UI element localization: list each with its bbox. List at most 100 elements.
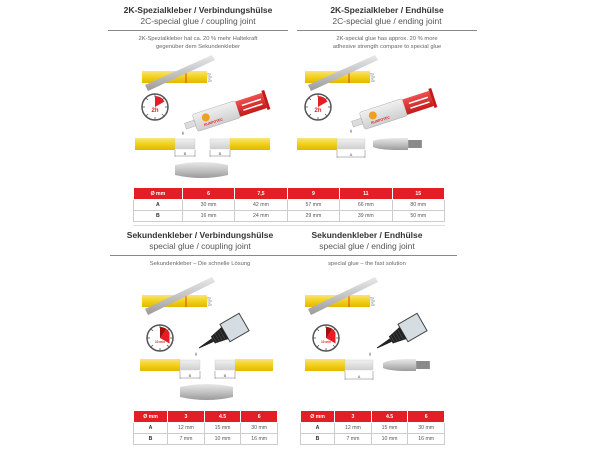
rod-left — [140, 359, 201, 371]
title-rule — [277, 255, 457, 256]
table-cell: 57 mm — [286, 199, 341, 211]
panel-title-de: 2K-Spezialkleber / Endhülse — [330, 5, 444, 15]
table-header-cell: 3 — [167, 410, 205, 423]
rod-right — [214, 359, 273, 371]
title-rule — [110, 255, 290, 256]
table-row-label: A — [133, 199, 183, 211]
table-header-cell: 6 — [240, 410, 278, 423]
table-header-cell: 15 — [391, 187, 446, 200]
ending-cap-icon — [373, 138, 422, 150]
dimension-label: B — [219, 151, 222, 156]
table-row-label: B — [299, 433, 336, 445]
panel-title-de: 2K-Spezialkleber / Verbindungshülse — [123, 5, 273, 15]
panel-2k-coupling: 2K-Spezialkleber / Verbindungshülse 2C-s… — [108, 5, 288, 51]
panel-description-line: Sekundenkleber – Die schnelle Lösung — [149, 261, 251, 267]
table-row: B 7 mm 10 mm 16 mm — [299, 433, 445, 445]
brand-label: RUNPOTEC — [371, 115, 391, 125]
table-cell: 7 mm — [334, 433, 372, 445]
clock-icon: 2h — [304, 93, 332, 121]
spec-table-sekundenkleber-ending: Ø mm 3 4.5 6 A 12 mm 15 mm 30 mm B 7 mm … — [299, 410, 445, 445]
rod — [305, 359, 374, 371]
clock-label: 10 min — [321, 340, 331, 344]
panel-sekundenkleber-ending: Sekundenkleber / Endhülse special glue /… — [277, 230, 457, 268]
table-header-cell: 6 — [181, 187, 236, 200]
panel-description-line: special glue – the fast solution — [328, 261, 406, 267]
table-header-row: Ø mm 3 4.5 6 — [299, 410, 445, 423]
illustration-2k-ending: 2h RUNPOTEC A — [297, 55, 438, 158]
table-header-cell: 7,5 — [234, 187, 288, 200]
dimension-label: B — [189, 373, 192, 378]
table-cell: 30 mm — [407, 422, 445, 434]
glue-bottle-icon — [376, 312, 428, 349]
rod-cut-icon — [305, 55, 378, 91]
panel-title-de: Sekundenkleber / Verbindungshülse — [126, 230, 274, 240]
table-row-label: B — [133, 210, 183, 222]
glue-drop-icon — [195, 352, 197, 356]
table-cell: 42 mm — [234, 199, 288, 211]
table-cell: 24 mm — [234, 210, 288, 222]
brand-label: RUNPOTEC — [204, 117, 224, 127]
dimension-marks — [336, 150, 366, 158]
table-cell: 16 mm — [240, 433, 278, 445]
glue-bottle-icon — [198, 312, 250, 349]
table-header-cell: 4.5 — [203, 410, 242, 423]
rod-cut-icon — [305, 277, 378, 315]
glue-drop-icon — [182, 131, 184, 135]
dimension-marks — [344, 371, 374, 380]
rod-left — [135, 138, 196, 150]
section-divider — [133, 225, 445, 226]
panel-title-en: 2C-special glue / ending joint — [332, 16, 442, 26]
clock-label: 10 min — [155, 340, 165, 344]
dimension-label: B — [184, 151, 187, 156]
table-header-row: Ø mm 6 7,5 9 11 15 — [133, 187, 446, 200]
table-header-cell: Ø mm — [133, 187, 183, 200]
table-row-label: A — [132, 422, 169, 434]
illustration-2k-coupling: 2h RUNPOTEC B B — [135, 55, 271, 178]
table-cell: 50 mm — [391, 210, 446, 222]
table-header-cell: Ø mm — [132, 410, 169, 423]
panel-sekundenkleber-coupling: Sekundenkleber / Verbindungshülse specia… — [110, 230, 290, 268]
table-cell: 7 mm — [167, 433, 205, 445]
rod — [297, 138, 366, 150]
coupling-sleeve-icon — [180, 384, 233, 400]
syringe-icon: RUNPOTEC — [351, 88, 438, 130]
spec-table-sekundenkleber-coupling: Ø mm 3 4.5 6 A 12 mm 15 mm 30 mm B 7 mm … — [132, 410, 278, 445]
clock-label: 2h — [314, 108, 321, 114]
table-cell: 16 mm — [407, 433, 445, 445]
table-header-cell: 6 — [407, 410, 445, 423]
table-header-cell: 4.5 — [370, 410, 409, 423]
ending-cap-icon — [383, 359, 430, 371]
table-cell: 12 mm — [167, 422, 205, 434]
glue-drop-icon — [369, 352, 371, 356]
table-cell: 80 mm — [391, 199, 446, 211]
table-cell: 12 mm — [334, 422, 372, 434]
panel-title-en: special glue / ending joint — [319, 241, 415, 251]
dimension-label: A — [358, 374, 361, 379]
dimension-marks — [179, 371, 236, 379]
table-cell: 39 mm — [339, 210, 393, 222]
table-cell: 10 mm — [370, 433, 409, 445]
table-row: A 12 mm 15 mm 30 mm — [132, 422, 278, 434]
table-cell: 30 mm — [240, 422, 278, 434]
table-cell: 15 mm — [370, 422, 409, 434]
title-rule — [297, 30, 477, 31]
rod-cut-icon — [142, 55, 215, 91]
clock-label: 2h — [151, 108, 158, 114]
table-row: A 30 mm 42 mm 57 mm 66 mm 80 mm — [133, 199, 446, 211]
panel-title-en: special glue / coupling joint — [149, 241, 251, 251]
panel-title-en: 2C-special glue / coupling joint — [140, 16, 256, 26]
table-row: A 12 mm 15 mm 30 mm — [299, 422, 445, 434]
panel-description-line: 2K-special glue has approx. 20 % more — [336, 36, 438, 42]
panel-title-de: Sekundenkleber / Endhülse — [311, 230, 423, 240]
table-row: B 7 mm 10 mm 16 mm — [132, 433, 278, 445]
dimension-marks — [174, 150, 231, 157]
illustration-sekundenkleber-ending: 10 min A — [305, 277, 430, 380]
table-header-cell: 11 — [339, 187, 393, 200]
dimension-label: A — [350, 152, 353, 157]
table-header-cell: 9 — [286, 187, 341, 200]
syringe-icon: RUNPOTEC — [184, 90, 271, 132]
clock-icon: 2h — [141, 93, 169, 121]
spec-table-2k: Ø mm 6 7,5 9 11 15 A 30 mm 42 mm 57 mm 6… — [133, 187, 446, 222]
table-row-label: A — [299, 422, 336, 434]
dimension-label: B — [224, 373, 227, 378]
